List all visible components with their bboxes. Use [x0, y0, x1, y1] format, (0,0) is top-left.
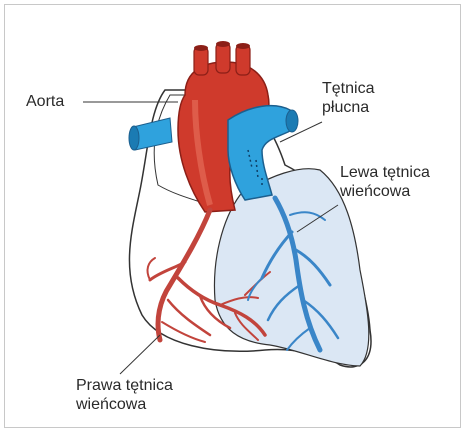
aorta-branch-2-opening	[216, 41, 230, 47]
label-right-coronary-artery: Prawa tętnica wieńcowa	[76, 376, 173, 414]
label-pulmonary-artery-line-1: Tętnica	[322, 79, 374, 98]
right-coronary-leader-line	[120, 335, 160, 374]
aorta-branch-3	[236, 45, 250, 75]
aorta-branch-2	[216, 43, 230, 73]
aorta-branch-1-opening	[194, 45, 208, 51]
aorta-branch-1	[194, 47, 208, 75]
label-left-coronary-line-1: Lewa tętnica	[340, 163, 430, 182]
label-pulmonary-artery-line-2: płucna	[322, 98, 374, 117]
label-left-coronary-line-2: wieńcowa	[340, 182, 430, 201]
aorta-branch-3-opening	[236, 43, 250, 49]
pulmonary-artery-opening	[286, 110, 298, 132]
label-pulmonary-artery: Tętnica płucna	[322, 79, 374, 117]
label-right-coronary-line-1: Prawa tętnica	[76, 376, 173, 395]
label-right-coronary-line-2: wieńcowa	[76, 395, 173, 414]
vena-cava-opening	[129, 126, 139, 150]
label-left-coronary-artery: Lewa tętnica wieńcowa	[340, 163, 430, 201]
label-aorta: Aorta	[26, 92, 64, 111]
